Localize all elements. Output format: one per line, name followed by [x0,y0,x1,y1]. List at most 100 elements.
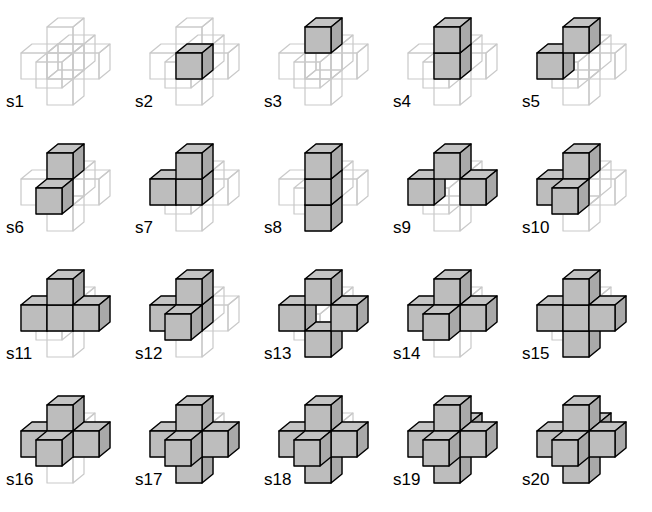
filled-cube-face [320,431,331,466]
filled-cube-face [305,279,331,305]
filled-cube-face [423,440,449,466]
ghost-cube-face [537,53,563,79]
ghost-cube-face [305,279,331,305]
ghost-cube-face [423,314,449,340]
panel-label: s12 [135,344,162,364]
ghost-cube-face [279,305,305,331]
ghost-cube-face [615,44,626,79]
filled-cube-face [305,405,331,431]
panel-label: s16 [6,470,33,490]
ghost-cube-face [434,279,460,305]
ghost-cube-face [434,405,460,431]
ghost-cube-face [176,53,202,79]
panel-label: s8 [264,218,282,238]
cube-panel [408,396,497,483]
filled-cube-face [165,314,191,340]
ghost-cube-face [331,305,357,331]
panel-label: s10 [522,218,549,238]
filled-cube-face [434,279,460,305]
filled-cube-face [563,331,589,357]
ghost-cube-face [320,53,331,88]
filled-cube-face [434,53,460,79]
ghost-cube-face [36,188,62,214]
filled-cube-face [460,431,486,457]
filled-cube-face [408,179,434,205]
ghost-cube-face [36,62,62,88]
ghost-cube-face [305,27,331,53]
ghost-cube-face [73,305,99,331]
filled-cube-face [73,144,84,179]
filled-cube-face [47,153,73,179]
filled-cube-face [176,179,202,205]
filled-cube-face [176,405,202,431]
ghost-cube-face [294,62,320,88]
panel-label: s17 [135,470,162,490]
filled-cube-face [563,153,589,179]
ghost-cube-face [408,179,434,205]
cube-panel [21,18,110,105]
ghost-cube-face [434,153,460,179]
filled-cube-face [537,53,563,79]
ghost-cube-face [486,44,497,79]
filled-cube-face [460,179,486,205]
cube-panel [21,144,110,231]
ghost-cube-face [176,405,202,431]
filled-cube-face [305,331,331,357]
ghost-cube-face [460,179,486,205]
filled-cube-face [305,179,331,205]
filled-cube-face [62,431,73,466]
filled-cube-face [150,179,176,205]
filled-cube-face [62,179,73,214]
panel-label: s11 [6,344,32,364]
filled-cube-face [563,305,589,331]
panel-label: s2 [135,92,153,112]
filled-cube-face [615,296,626,331]
filled-cube-face [176,153,202,179]
panel-label: s20 [522,470,549,490]
ghost-cube-face [176,179,202,205]
filled-cube-face [563,279,589,305]
cube-panel [537,396,626,483]
ghost-cube-face [563,331,589,357]
panel-label: s3 [264,92,282,112]
ghost-cube-face [73,53,99,79]
ghost-cube-face [537,305,563,331]
ghost-cube-face [99,44,110,79]
filled-cube-face [331,144,342,179]
filled-cube-face [99,296,110,331]
ghost-cube-face [47,153,73,179]
filled-cube-face [47,279,73,305]
filled-cube-face [331,18,342,53]
filled-cube-face [36,188,62,214]
panel-label: s6 [6,218,24,238]
ghost-cube-face [552,440,578,466]
filled-cube-face [434,27,460,53]
ghost-cube-face [99,170,110,205]
filled-cube-face [305,205,331,231]
filled-cube-face [99,422,110,457]
filled-cube-face [486,422,497,457]
cube-panel [279,396,368,483]
cube-panel [150,270,239,357]
ghost-cube-face [434,53,460,79]
ghost-cube-face [228,296,239,331]
filled-cube-face [47,305,73,331]
ghost-cube-face [331,53,357,79]
ghost-cube-face [228,44,239,79]
panel-label: s18 [264,470,291,490]
filled-cube-face [176,53,202,79]
ghost-cube-face [578,53,589,88]
ghost-cube-face [47,305,73,331]
filled-cube-face [578,431,589,466]
filled-cube-face [191,305,202,340]
ghost-cube-face [47,405,73,431]
ghost-cube-face [305,153,331,179]
filled-cube-face [357,296,368,331]
filled-cube-face [449,431,460,466]
ghost-cube-face [563,305,589,331]
ghost-cube-face [589,305,615,331]
ghost-cube-face [305,405,331,431]
ghost-cube-face [563,279,589,305]
cube-panel [279,144,368,231]
